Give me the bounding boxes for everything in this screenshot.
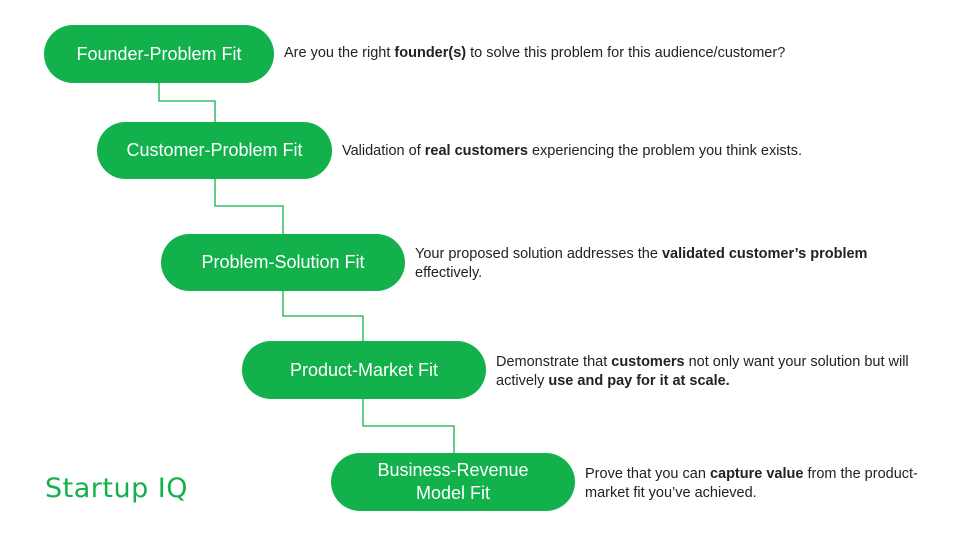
step-title: Customer-Problem Fit: [126, 140, 303, 160]
step-business-revenue-model-fit: Business-Revenue Model Fit: [331, 453, 575, 511]
step-problem-solution-fit: Problem-Solution Fit: [161, 234, 405, 291]
step-title-line-2: Model Fit: [415, 483, 491, 503]
connector-3-4: [282, 290, 364, 343]
step-product-market-fit: Product-Market Fit: [242, 341, 486, 399]
connector-2-3: [214, 178, 284, 236]
step-title: Founder-Problem Fit: [76, 43, 242, 64]
connector-4-5: [362, 398, 455, 455]
step-description: Demonstrate that customers not only want…: [496, 354, 909, 389]
step-title: Product-Market Fit: [289, 359, 439, 380]
step-description: Are you the right founder(s) to solve th…: [284, 45, 786, 61]
startup-iq-logo: Startup IQ: [45, 473, 189, 504]
step-description: Prove that you can capture value from th…: [585, 466, 918, 501]
step-title-line-1: Business-Revenue: [377, 460, 529, 480]
step-customer-problem-fit: Customer-Problem Fit: [97, 122, 332, 179]
step-title: Problem-Solution Fit: [201, 252, 365, 272]
connector-1-2: [158, 82, 216, 124]
step-description: Validation of real customers experiencin…: [342, 143, 802, 159]
step-founder-problem-fit: Founder-Problem Fit: [44, 25, 274, 83]
step-description: Your proposed solution addresses the val…: [415, 246, 868, 281]
